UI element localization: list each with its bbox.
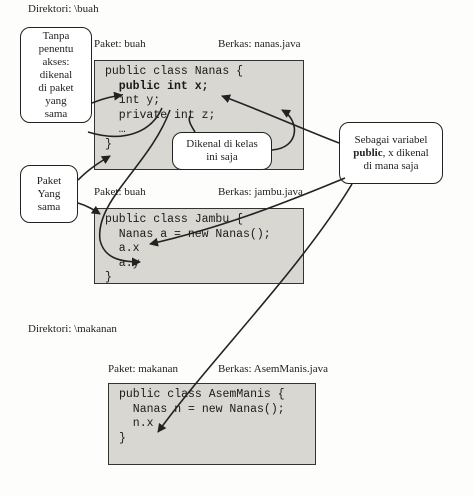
callout-line: public, x dikenal — [353, 147, 429, 160]
nanas-package-label: Paket: buah — [94, 38, 146, 50]
directory-label-makanan: Direktori: \makanan — [28, 323, 117, 335]
callout-line: di paket — [38, 81, 74, 94]
jambu-code-box: public class Jambu { Nanas a = new Nanas… — [94, 208, 304, 284]
callout-line: dikenal — [39, 68, 73, 81]
callout-line: Paket — [36, 174, 62, 187]
asemmanis-package-label: Paket: makanan — [108, 363, 178, 375]
callout-line: akses: — [42, 55, 70, 68]
callout-bold-public: public — [353, 146, 383, 159]
callout-line: Sebagai variabel — [354, 133, 428, 146]
asemmanis-file-label: Berkas: AsemManis.java — [218, 363, 328, 375]
callout-line: Tanpa — [42, 29, 70, 42]
code-line: n.x — [119, 417, 154, 430]
callout-dikenal-di-kelas: Dikenal di kelas ini saja — [172, 132, 272, 170]
callout-line: yang — [45, 94, 67, 107]
jambu-package-label: Paket: buah — [94, 186, 146, 198]
asemmanis-code-box: public class AsemManis { Nanas n = new N… — [108, 383, 316, 465]
code-line: private int z; — [105, 108, 216, 122]
nanas-file-label: Berkas: nanas.java — [218, 38, 301, 50]
callout-line: sama — [37, 200, 61, 213]
code-line: } — [119, 431, 126, 445]
code-line: public class Nanas { — [105, 65, 244, 78]
code-line: public int x; — [105, 79, 209, 93]
callout-line: sama — [44, 107, 68, 120]
callout-paket-yang-sama: Paket Yang sama — [20, 165, 78, 223]
code-line: Nanas a = new Nanas(); — [105, 227, 271, 241]
code-line: a.x — [105, 242, 140, 255]
callout-line: di mana saja — [363, 159, 419, 172]
code-line: public class Jambu { — [105, 213, 244, 226]
callout-line: Dikenal di kelas — [186, 138, 258, 150]
directory-label-buah: Direktori: \buah — [28, 3, 99, 15]
callout-line-rest: , x dikenal — [382, 146, 429, 159]
callout-variabel-public: Sebagai variabel public, x dikenal di ma… — [339, 122, 443, 184]
callout-tanpa-penentu-akses: Tanpa penentu akses: dikenal di paket ya… — [20, 27, 92, 123]
code-line: public class AsemManis { — [119, 388, 285, 401]
callout-line: penentu — [38, 42, 74, 55]
callout-line: ini saja — [206, 151, 238, 163]
code-line: a.y — [105, 256, 140, 270]
code-line: int y; — [105, 94, 161, 107]
code-line: Nanas n = new Nanas(); — [119, 402, 285, 416]
jambu-file-label: Berkas: jambu.java — [218, 186, 303, 198]
code-line: } — [105, 271, 112, 284]
callout-line: Yang — [37, 187, 61, 200]
